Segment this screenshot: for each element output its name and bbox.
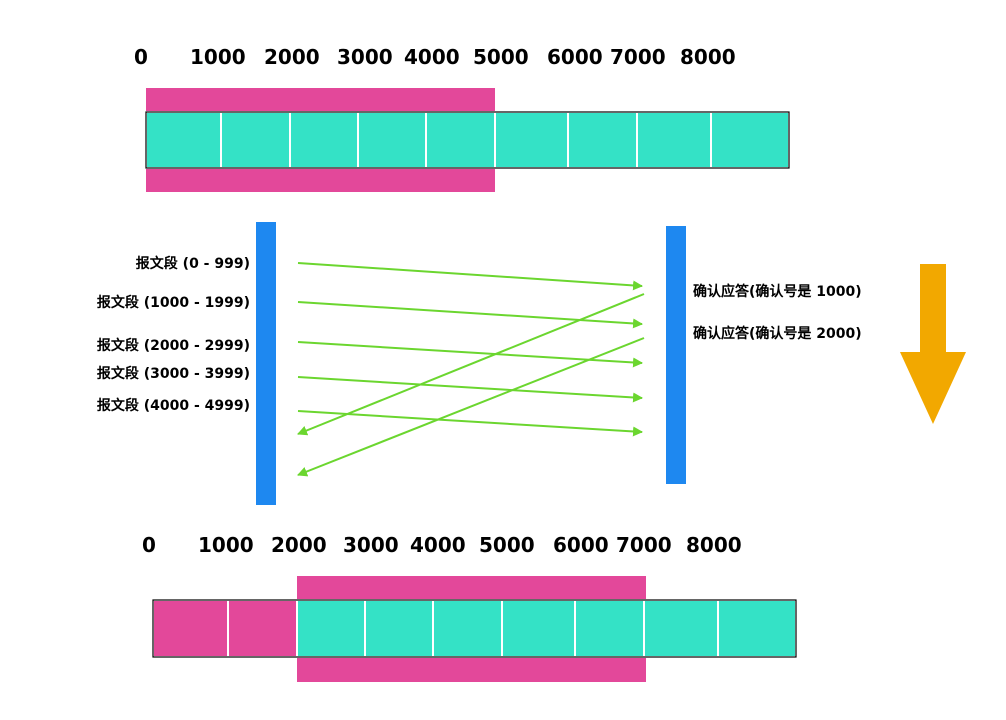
top-scale-label-3: 3000 xyxy=(337,45,393,69)
bottom-cell-2 xyxy=(296,599,366,658)
top-buffer: 0 1000 2000 3000 4000 5000 6000 7000 800… xyxy=(134,45,790,192)
top-scale: 0 1000 2000 3000 4000 5000 6000 7000 800… xyxy=(134,45,736,69)
ack-arrows xyxy=(297,293,645,477)
bottom-cell-1 xyxy=(227,599,298,658)
bottom-buffer-outline xyxy=(152,599,797,658)
top-scale-label-8: 8000 xyxy=(680,45,736,69)
top-cell-0 xyxy=(145,111,222,169)
segment-label-3: 报文段 (2000 - 2999) xyxy=(97,337,250,354)
segment-arrow-1 xyxy=(297,262,643,291)
top-cell-1 xyxy=(220,111,291,169)
ack-label-1: 确认应答(确认号是 1000) xyxy=(693,283,862,300)
bottom-scale-label-7: 7000 xyxy=(616,533,672,557)
down-arrow-icon xyxy=(900,264,966,424)
top-scale-label-0: 0 xyxy=(134,45,148,69)
top-scale-label-5: 5000 xyxy=(473,45,529,69)
ack-arrow-1 xyxy=(297,293,645,436)
segment-label-1: 报文段 (0 - 999) xyxy=(136,255,250,272)
bottom-scale-label-2: 2000 xyxy=(271,533,327,557)
top-scale-label-4: 4000 xyxy=(404,45,460,69)
sender-segment-labels: 报文段 (0 - 999) 报文段 (1000 - 1999) 报文段 (200… xyxy=(97,255,250,414)
top-cell-6 xyxy=(567,111,638,169)
segment-arrow-2 xyxy=(297,301,643,329)
bottom-scale-label-4: 4000 xyxy=(410,533,466,557)
bottom-cell-0 xyxy=(152,599,229,658)
top-cell-4 xyxy=(425,111,496,169)
segment-label-2: 报文段 (1000 - 1999) xyxy=(97,294,250,311)
bottom-cells xyxy=(152,599,797,658)
top-scale-label-7: 7000 xyxy=(610,45,666,69)
bottom-cell-8 xyxy=(717,599,797,658)
top-scale-label-1: 1000 xyxy=(190,45,246,69)
ack-arrow-2 xyxy=(297,337,645,477)
ack-label-2: 确认应答(确认号是 2000) xyxy=(693,325,862,342)
bottom-scale-label-5: 5000 xyxy=(479,533,535,557)
bottom-scale-label-0: 0 xyxy=(142,533,156,557)
top-cell-8 xyxy=(710,111,790,169)
top-scale-label-6: 6000 xyxy=(547,45,603,69)
sender-timeline xyxy=(256,222,276,505)
bottom-scale-label-8: 8000 xyxy=(686,533,742,557)
segment-arrow-3 xyxy=(297,341,643,368)
bottom-cell-4 xyxy=(432,599,503,658)
top-cell-2 xyxy=(289,111,359,169)
ack-labels: 确认应答(确认号是 1000) 确认应答(确认号是 2000) xyxy=(693,283,862,342)
segment-arrow-4 xyxy=(297,376,643,403)
packet-arrows xyxy=(297,262,643,437)
bottom-buffer: 0 1000 2000 3000 4000 5000 6000 7000 800… xyxy=(142,533,797,682)
top-cell-5 xyxy=(494,111,569,169)
top-buffer-outline xyxy=(145,111,790,169)
top-cell-3 xyxy=(357,111,427,169)
bottom-cell-7 xyxy=(643,599,719,658)
bottom-cell-5 xyxy=(501,599,576,658)
segment-label-5: 报文段 (4000 - 4999) xyxy=(97,397,250,414)
bottom-cell-3 xyxy=(364,599,434,658)
bottom-scale-label-6: 6000 xyxy=(553,533,609,557)
bottom-scale: 0 1000 2000 3000 4000 5000 6000 7000 800… xyxy=(142,533,742,557)
bottom-scale-label-1: 1000 xyxy=(198,533,254,557)
bottom-scale-label-3: 3000 xyxy=(343,533,399,557)
segment-arrow-5 xyxy=(297,410,643,437)
segment-label-4: 报文段 (3000 - 3999) xyxy=(97,365,250,382)
bottom-cell-6 xyxy=(574,599,645,658)
top-scale-label-2: 2000 xyxy=(264,45,320,69)
top-cell-7 xyxy=(636,111,712,169)
top-cells xyxy=(145,111,790,169)
receiver-timeline xyxy=(666,226,686,484)
